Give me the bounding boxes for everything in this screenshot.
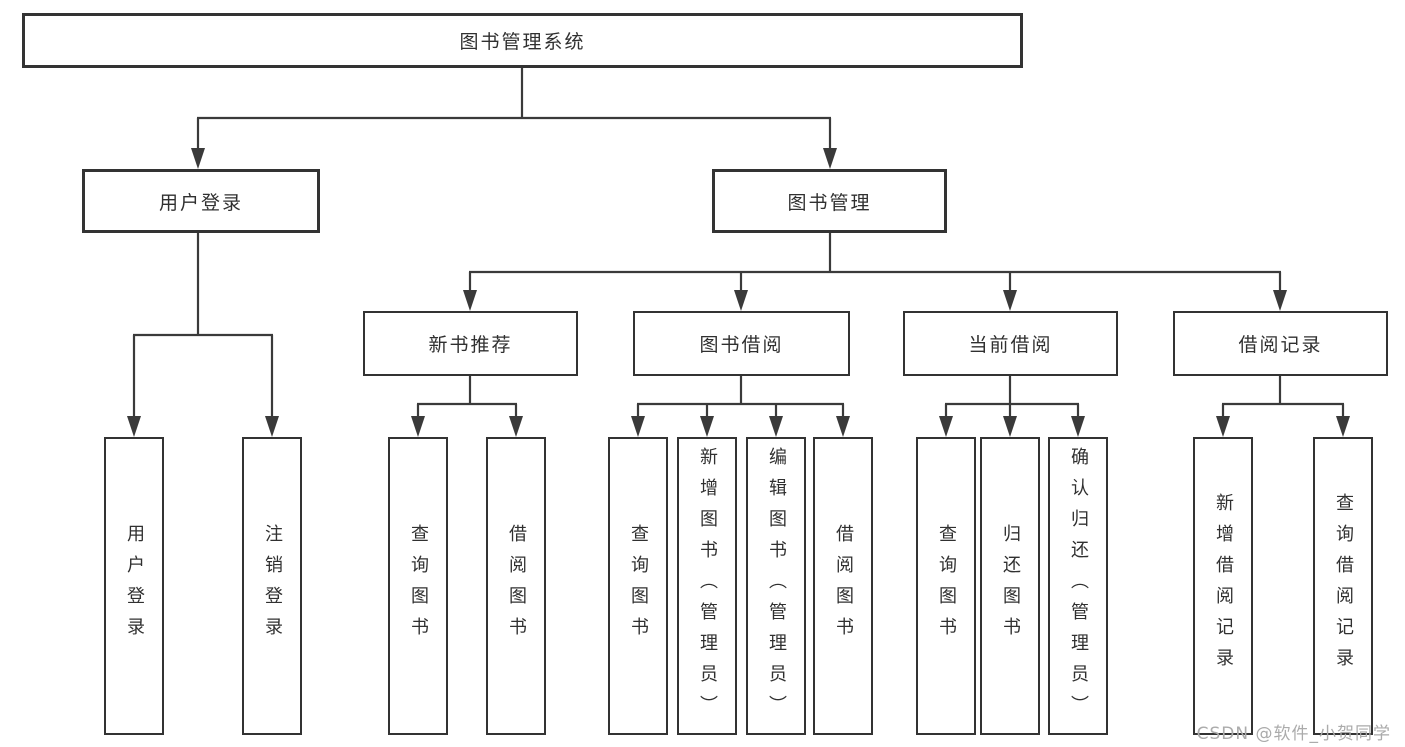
leaf-logout: 注销登录	[242, 437, 302, 735]
leaf-query-book-recommend: 查询图书	[388, 437, 448, 735]
leaf-confirm-return-admin-label: 确认归还（管理员）	[1068, 446, 1089, 726]
node-root-label: 图书管理系统	[459, 31, 586, 53]
leaf-query-book-current: 查询图书	[916, 437, 976, 735]
leaf-return-book: 归还图书	[980, 437, 1040, 735]
node-borrow-record: 借阅记录	[1173, 311, 1388, 376]
node-book-management: 图书管理	[712, 169, 947, 233]
leaf-query-book-borrow: 查询图书	[608, 437, 668, 735]
node-current-borrow-label: 当前借阅	[968, 334, 1053, 356]
leaf-query-borrow-record: 查询借阅记录	[1313, 437, 1373, 735]
node-new-book-recommend: 新书推荐	[363, 311, 578, 376]
leaf-return-book-label: 归还图书	[1000, 524, 1021, 648]
leaf-add-book-admin: 新增图书（管理员）	[677, 437, 737, 735]
leaf-edit-book-admin: 编辑图书（管理员）	[746, 437, 806, 735]
leaf-logout-label: 注销登录	[262, 524, 283, 648]
leaf-add-borrow-record: 新增借阅记录	[1193, 437, 1253, 735]
leaf-user-login-label: 用户登录	[124, 524, 145, 648]
leaf-borrow-book-label: 借阅图书	[833, 524, 854, 648]
leaf-borrow-book-recommend-label: 借阅图书	[506, 524, 527, 648]
node-user-login-label: 用户登录	[158, 191, 243, 214]
node-new-book-recommend-label: 新书推荐	[428, 334, 513, 356]
node-borrow-record-label: 借阅记录	[1238, 334, 1323, 356]
leaf-borrow-book: 借阅图书	[813, 437, 873, 735]
node-current-borrow: 当前借阅	[903, 311, 1118, 376]
leaf-edit-book-admin-label: 编辑图书（管理员）	[766, 446, 787, 726]
leaf-query-book-current-label: 查询图书	[936, 524, 957, 648]
leaf-query-book-borrow-label: 查询图书	[628, 524, 649, 648]
leaf-query-book-recommend-label: 查询图书	[408, 524, 429, 648]
leaf-borrow-book-recommend: 借阅图书	[486, 437, 546, 735]
node-user-login: 用户登录	[82, 169, 320, 233]
leaf-query-borrow-record-label: 查询借阅记录	[1333, 493, 1354, 679]
leaf-user-login: 用户登录	[104, 437, 164, 735]
leaf-add-book-admin-label: 新增图书（管理员）	[697, 446, 718, 726]
node-book-management-label: 图书管理	[787, 191, 872, 214]
node-book-borrow-label: 图书借阅	[699, 334, 784, 356]
csdn-watermark: CSDN @软件_小贺同学	[1196, 724, 1391, 744]
leaf-confirm-return-admin: 确认归还（管理员）	[1048, 437, 1108, 735]
node-book-borrow: 图书借阅	[633, 311, 850, 376]
leaf-add-borrow-record-label: 新增借阅记录	[1213, 493, 1234, 679]
node-root: 图书管理系统	[22, 13, 1023, 68]
